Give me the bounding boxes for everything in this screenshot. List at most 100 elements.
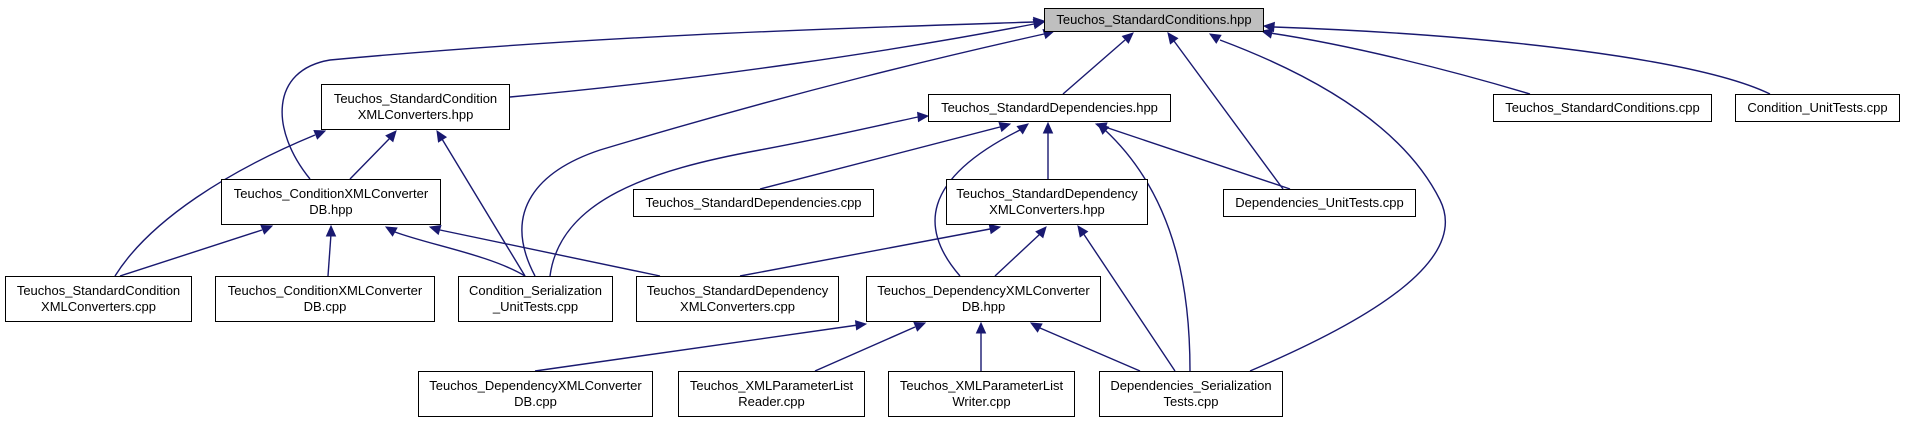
node-label: Teuchos_StandardDependency XMLConverters… bbox=[956, 186, 1138, 217]
edge-dep-ser-to-std-deps-hpp bbox=[1097, 123, 1191, 372]
edge-std-dep-conv-cpp-to-std-dep-conv-hpp bbox=[739, 223, 1002, 277]
edge-line bbox=[1273, 26, 1771, 95]
edge-line bbox=[394, 231, 526, 277]
edge-line bbox=[1173, 40, 1284, 190]
edge-cond-ser-to-cond-conv-hpp bbox=[436, 129, 526, 277]
edge-line bbox=[814, 326, 916, 372]
edge-line bbox=[549, 116, 919, 277]
node-label: Teuchos_StandardConditions.cpp bbox=[1505, 100, 1700, 115]
node-label: Teuchos_StandardCondition XMLConverters.… bbox=[16, 283, 181, 314]
arrowhead-icon bbox=[1077, 225, 1089, 238]
node-condition-unittests-cpp[interactable]: Condition_UnitTests.cpp bbox=[1735, 94, 1900, 122]
node-label: Condition_UnitTests.cpp bbox=[1747, 100, 1888, 115]
node-condition-serialization-unittests-cpp[interactable]: Condition_Serialization _UnitTests.cpp bbox=[458, 276, 613, 322]
node-standardcondition-xmlconverters-cpp[interactable]: Teuchos_StandardCondition XMLConverters.… bbox=[5, 276, 192, 322]
arrowhead-icon bbox=[998, 121, 1012, 133]
arrowhead-icon bbox=[384, 226, 398, 237]
node-xmlparameterlist-writer-cpp[interactable]: Teuchos_XMLParameterList Writer.cpp bbox=[888, 371, 1075, 417]
edge-std-deps-hpp-to-root bbox=[1062, 32, 1134, 95]
edge-line bbox=[934, 129, 1021, 277]
node-conditionxmlconverter-db-hpp[interactable]: Teuchos_ConditionXMLConverter DB.hpp bbox=[221, 179, 441, 225]
edge-std-dep-conv-hpp-to-std-deps-hpp bbox=[1042, 121, 1054, 179]
edge-line bbox=[509, 23, 1035, 98]
node-dependencyxmlconverter-db-hpp[interactable]: Teuchos_DependencyXMLConverter DB.hpp bbox=[866, 276, 1101, 322]
edge-dep-xml-db-hpp-to-std-deps-hpp bbox=[934, 123, 1029, 277]
edge-line bbox=[1104, 129, 1191, 372]
edge-line bbox=[521, 33, 1045, 277]
edge-line bbox=[1269, 32, 1531, 95]
node-label: Teuchos_StandardDependencies.hpp bbox=[941, 100, 1158, 115]
arrowhead-icon bbox=[385, 130, 397, 143]
node-dependencies-unittests-cpp[interactable]: Dependencies_UnitTests.cpp bbox=[1223, 189, 1416, 217]
edge-line bbox=[1104, 126, 1291, 190]
edge-cond-xml-db-hpp-to-root bbox=[281, 16, 1046, 180]
edge-cond-conv-cpp-to-cond-conv-hpp bbox=[114, 130, 327, 277]
arrowhead-icon bbox=[436, 129, 448, 143]
arrowhead-icon bbox=[1029, 322, 1043, 333]
node-label: Teuchos_StandardDependency XMLConverters… bbox=[646, 283, 829, 314]
edge-line bbox=[119, 229, 263, 277]
node-label: Condition_Serialization _UnitTests.cpp bbox=[469, 283, 602, 314]
node-standarddependencies-hpp[interactable]: Teuchos_StandardDependencies.hpp bbox=[928, 94, 1171, 122]
edge-line bbox=[439, 229, 661, 277]
edge-dep-ser-to-std-dep-conv-hpp bbox=[1077, 225, 1176, 372]
node-standarddependency-xmlconverters-hpp[interactable]: Teuchos_StandardDependency XMLConverters… bbox=[946, 179, 1148, 225]
edge-deps-unittests-to-root bbox=[1167, 32, 1284, 190]
node-label: Teuchos_StandardDependencies.cpp bbox=[645, 195, 862, 210]
edge-cond-unittests-to-root bbox=[1262, 21, 1771, 95]
arrowhead-icon bbox=[975, 321, 987, 334]
arrowhead-icon bbox=[1121, 32, 1134, 44]
edge-line bbox=[114, 134, 316, 277]
node-label: Teuchos_StandardCondition XMLConverters.… bbox=[333, 91, 498, 122]
arrowhead-icon bbox=[1260, 28, 1274, 39]
edge-dep-xml-db-hpp-to-std-dep-conv-hpp bbox=[994, 226, 1047, 277]
node-label: Dependencies_UnitTests.cpp bbox=[1235, 195, 1404, 210]
edge-xml-writer-to-dep-xml-db-hpp bbox=[975, 321, 987, 371]
edge-dep-ser-to-root bbox=[1208, 33, 1447, 372]
node-label: Teuchos_StandardConditions.hpp bbox=[1056, 12, 1252, 27]
edge-line bbox=[1039, 327, 1141, 372]
edge-xml-reader-to-dep-xml-db-hpp bbox=[814, 322, 927, 372]
arrowhead-icon bbox=[1262, 21, 1275, 33]
edge-line bbox=[759, 126, 1001, 190]
node-label: Teuchos_ConditionXMLConverter DB.hpp bbox=[233, 186, 429, 217]
node-standardconditions-cpp[interactable]: Teuchos_StandardConditions.cpp bbox=[1493, 94, 1712, 122]
arrowhead-icon bbox=[917, 111, 930, 123]
edge-std-dep-conv-cpp-to-cond-xml-db-hpp bbox=[428, 224, 661, 277]
edge-line bbox=[349, 137, 391, 180]
edge-cond-ser-to-std-deps-hpp bbox=[549, 111, 930, 277]
arrowhead-icon bbox=[1097, 123, 1110, 135]
node-standarddependencies-cpp[interactable]: Teuchos_StandardDependencies.cpp bbox=[633, 189, 874, 217]
node-dependencyxmlconverter-db-cpp[interactable]: Teuchos_DependencyXMLConverter DB.cpp bbox=[418, 371, 653, 417]
node-teuchos-standardconditions-hpp: Teuchos_StandardConditions.hpp bbox=[1044, 8, 1264, 32]
arrowhead-icon bbox=[1016, 123, 1029, 135]
arrowhead-icon bbox=[1042, 121, 1054, 134]
node-xmlparameterlist-reader-cpp[interactable]: Teuchos_XMLParameterList Reader.cpp bbox=[678, 371, 865, 417]
arrowhead-icon bbox=[325, 224, 337, 237]
node-label: Teuchos_DependencyXMLConverter DB.hpp bbox=[877, 283, 1090, 314]
edge-cond-xml-db-hpp-to-cond-conv-hpp bbox=[349, 130, 397, 180]
arrowhead-icon bbox=[1033, 16, 1046, 28]
arrowhead-icon bbox=[428, 224, 442, 236]
edge-line bbox=[327, 233, 332, 277]
edge-cond-ser-to-cond-xml-db-hpp bbox=[384, 226, 526, 277]
edge-std-conds-cpp-to-root bbox=[1260, 28, 1531, 95]
node-dependencies-serialization-tests-cpp[interactable]: Dependencies_Serialization Tests.cpp bbox=[1099, 371, 1283, 417]
arrowhead-icon bbox=[1167, 32, 1179, 45]
edge-line bbox=[534, 324, 859, 372]
edge-cond-xml-db-cpp-to-cond-xml-db-hpp bbox=[325, 224, 337, 277]
node-label: Teuchos_XMLParameterList Writer.cpp bbox=[899, 378, 1064, 409]
node-label: Teuchos_ConditionXMLConverter DB.cpp bbox=[227, 283, 423, 314]
arrowhead-icon bbox=[1208, 33, 1222, 44]
arrowhead-icon bbox=[1035, 226, 1047, 239]
node-label: Teuchos_XMLParameterList Reader.cpp bbox=[689, 378, 854, 409]
node-standarddependency-xmlconverters-cpp[interactable]: Teuchos_StandardDependency XMLConverters… bbox=[636, 276, 839, 322]
node-conditionxmlconverter-db-cpp[interactable]: Teuchos_ConditionXMLConverter DB.cpp bbox=[215, 276, 435, 322]
node-standardcondition-xmlconverters-hpp[interactable]: Teuchos_StandardCondition XMLConverters.… bbox=[321, 84, 510, 130]
node-label: Dependencies_Serialization Tests.cpp bbox=[1110, 378, 1272, 409]
arrowhead-icon bbox=[988, 223, 1002, 235]
edge-cond-ser-to-root bbox=[521, 28, 1056, 277]
edge-line bbox=[441, 138, 526, 277]
edge-cond-conv-cpp-to-cond-xml-db-hpp bbox=[119, 225, 274, 277]
